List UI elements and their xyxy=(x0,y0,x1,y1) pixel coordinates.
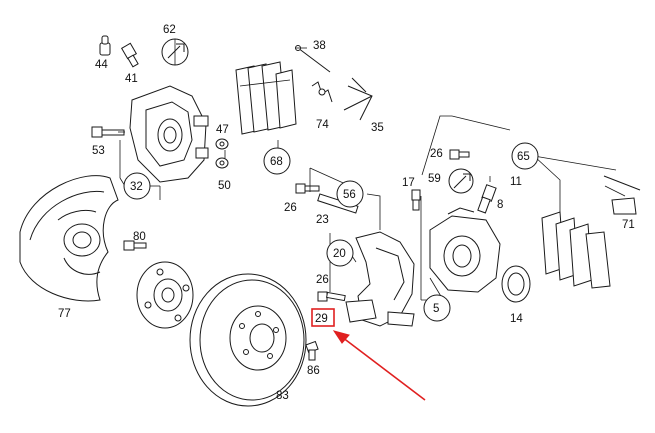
clip-71 xyxy=(611,197,637,215)
label-26-upper: 26 xyxy=(430,148,443,160)
bolt-53 xyxy=(91,126,125,138)
bolt-26-upper xyxy=(449,149,470,160)
washer-47 xyxy=(215,138,229,150)
label-5: 5 xyxy=(433,303,439,315)
label-44: 44 xyxy=(95,59,108,71)
label-53: 53 xyxy=(92,145,105,157)
bolt-86 xyxy=(305,340,319,361)
washer-50 xyxy=(215,157,229,169)
label-11: 11 xyxy=(510,176,522,188)
label-77: 77 xyxy=(58,308,71,320)
label-23: 23 xyxy=(316,214,329,226)
bolt-17 xyxy=(411,189,421,211)
caliper-carrier xyxy=(345,231,415,327)
label-74: 74 xyxy=(316,119,329,131)
label-26-middle: 26 xyxy=(284,202,297,214)
label-71: 71 xyxy=(622,219,635,231)
label-50: 50 xyxy=(218,180,231,192)
label-47: 47 xyxy=(216,124,229,136)
label-80: 80 xyxy=(133,231,146,243)
label-8: 8 xyxy=(497,199,503,211)
bolt-29 xyxy=(317,291,346,302)
brake-pad-set-65 xyxy=(541,211,611,289)
spreader-spring-35 xyxy=(343,77,373,121)
bleed-screw-8 xyxy=(477,184,497,214)
brake-pad-set-68 xyxy=(235,61,297,135)
label-35: 35 xyxy=(371,122,384,134)
label-20: 20 xyxy=(333,248,346,260)
label-41: 41 xyxy=(125,73,138,85)
label-29: 29 xyxy=(315,313,328,325)
wrench-icon-59 xyxy=(448,168,474,194)
brake-disc xyxy=(189,273,307,407)
label-38: 38 xyxy=(313,40,326,52)
dust-shield xyxy=(19,175,119,302)
right-caliper xyxy=(429,207,501,293)
bolt-26-middle xyxy=(295,183,320,194)
label-56: 56 xyxy=(343,189,356,201)
bleed-screw-41 xyxy=(120,42,139,68)
label-14: 14 xyxy=(510,313,523,325)
part-number-labels: 62 38 44 41 74 35 47 53 68 50 65 26 32 5… xyxy=(58,24,635,402)
bleed-screw-44 xyxy=(99,35,111,56)
label-86: 86 xyxy=(307,365,320,377)
label-26-lower: 26 xyxy=(316,274,329,286)
highlight-callout xyxy=(311,308,426,401)
label-17: 17 xyxy=(402,177,415,189)
spring-74 xyxy=(311,81,333,103)
label-59: 59 xyxy=(428,173,441,185)
bolt-80 xyxy=(123,240,147,251)
label-32: 32 xyxy=(130,181,143,193)
label-62: 62 xyxy=(163,24,176,36)
label-65: 65 xyxy=(517,151,530,163)
label-circles xyxy=(123,142,539,322)
wheel-hub xyxy=(136,261,194,329)
piston-boot-14 xyxy=(501,265,531,303)
label-68: 68 xyxy=(270,156,283,168)
left-caliper xyxy=(129,85,209,183)
pin-65 xyxy=(603,175,641,191)
label-83: 83 xyxy=(276,390,289,402)
